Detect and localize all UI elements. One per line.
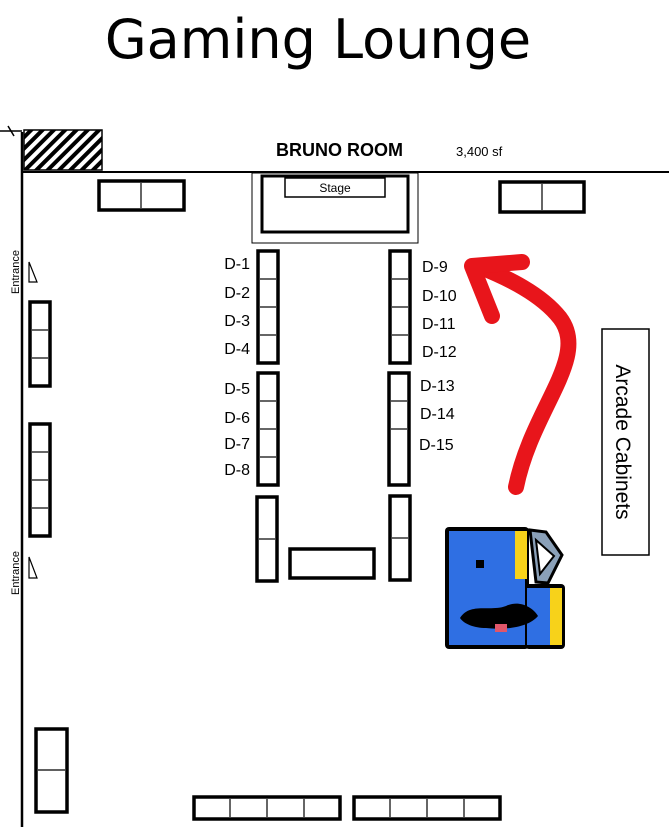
room-size: 3,400 sf [456, 144, 503, 159]
table-top-right [498, 180, 586, 214]
entrance-label-lower: Entrance [10, 551, 22, 595]
station-label: D-6 [224, 410, 250, 427]
table-center-horizontal [288, 547, 376, 580]
station-label: D-2 [224, 285, 250, 302]
table-left-wall-bottom [34, 727, 69, 814]
station-column-right-upper [388, 249, 412, 365]
pixel-cabinet-mascot-icon [445, 527, 565, 649]
room-walls [0, 125, 669, 827]
table-left-wall-upper [28, 300, 52, 388]
table-top-left [97, 179, 186, 212]
page-title: Gaming Lounge [105, 8, 531, 71]
arcade-cabinets-label: Arcade Cabinets [601, 328, 650, 556]
station-label: D-1 [224, 256, 250, 273]
room-name: BRUNO ROOM [276, 140, 403, 160]
hatched-column [23, 129, 103, 171]
station-label: D-3 [224, 313, 250, 330]
station-label: D-7 [224, 436, 250, 453]
table-left-wall-lower [28, 422, 52, 538]
station-label: D-4 [224, 341, 250, 358]
station-label: D-11 [422, 316, 456, 333]
station-column-left-lower [256, 371, 280, 487]
station-labels-left: D-1 D-2 D-3 D-4 D-5 D-6 D-7 D-8 [224, 256, 250, 479]
table-bottom-right [352, 795, 502, 821]
station-label: D-14 [420, 406, 455, 423]
entrance-lower: Entrance [10, 551, 38, 595]
station-label: D-8 [224, 462, 250, 479]
entrance-upper: Entrance [10, 250, 38, 294]
stage-label: Stage [319, 181, 351, 195]
station-column-right-lower [387, 371, 411, 487]
table-center-left-vertical [255, 495, 279, 583]
station-label: D-13 [420, 378, 455, 395]
station-label: D-12 [422, 344, 457, 361]
station-labels-right: D-9 D-10 D-11 D-12 D-13 D-14 D-15 [419, 259, 457, 454]
station-column-left-upper [256, 249, 280, 365]
station-label: D-9 [422, 259, 448, 276]
station-label: D-10 [422, 288, 457, 305]
red-arrow-icon [464, 254, 577, 495]
arcade-cabinets-text: Arcade Cabinets [611, 364, 634, 519]
entrance-label-upper: Entrance [10, 250, 22, 294]
station-label: D-5 [224, 381, 250, 398]
table-center-right-vertical [388, 494, 412, 582]
station-label: D-15 [419, 437, 454, 454]
table-bottom-left [192, 795, 342, 821]
stage: Stage [251, 172, 419, 244]
